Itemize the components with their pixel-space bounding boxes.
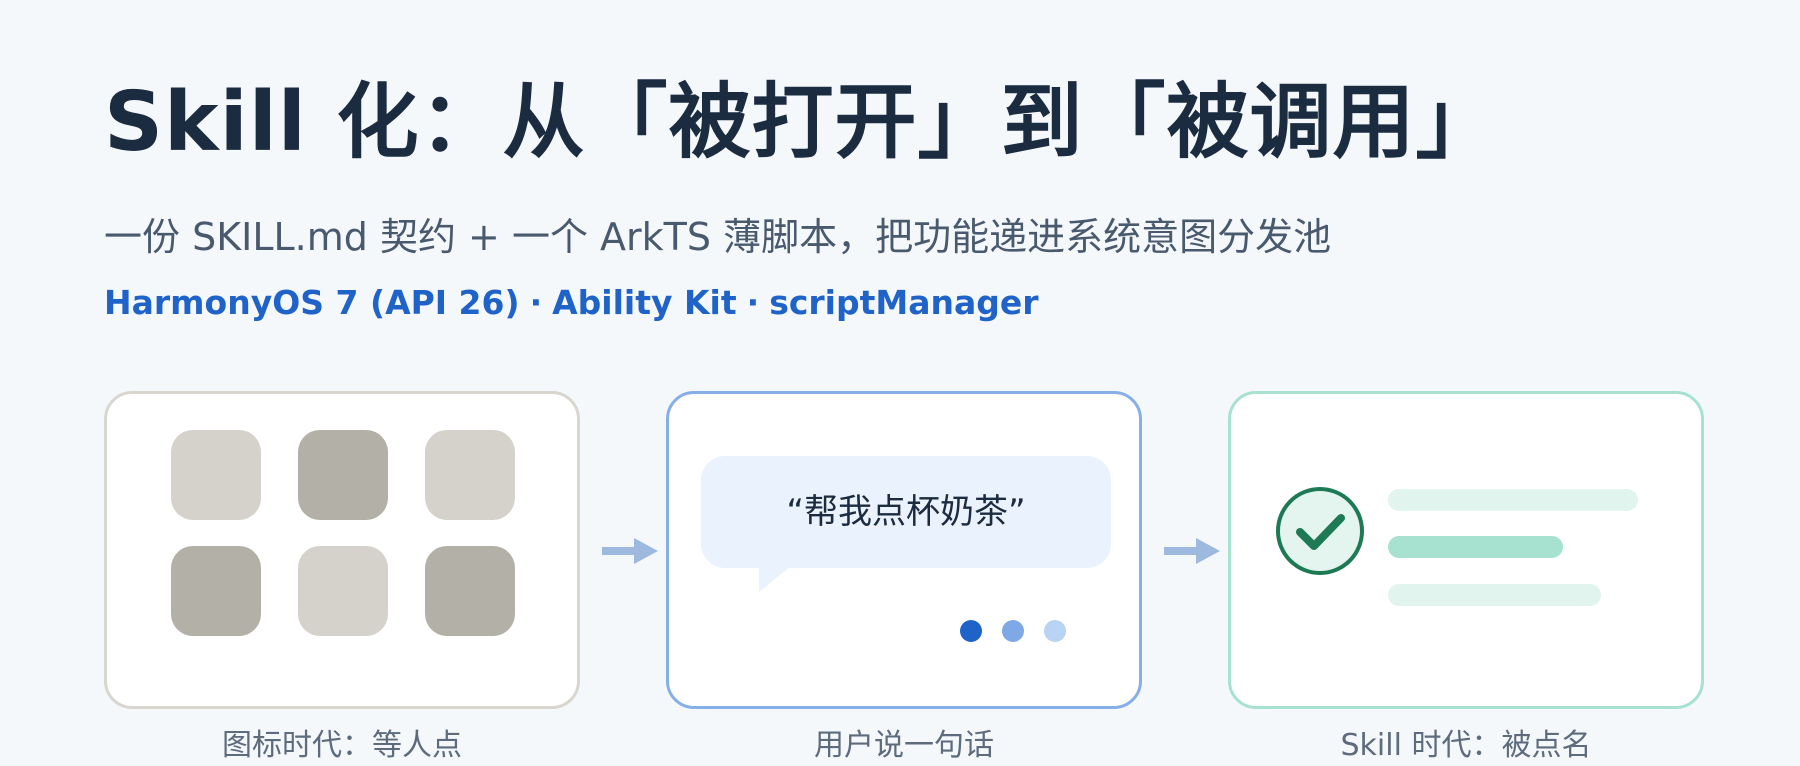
app-icon-tile bbox=[298, 546, 388, 636]
app-icon-tile bbox=[425, 546, 515, 636]
meta-api: scriptManager bbox=[769, 283, 1039, 322]
meta-line: HarmonyOS 7 (API 26)·Ability Kit·scriptM… bbox=[104, 283, 1039, 322]
check-circle-icon bbox=[1276, 487, 1364, 575]
typing-dot bbox=[1044, 620, 1066, 642]
arrow-right-icon bbox=[602, 538, 658, 564]
page-subtitle: 一份 SKILL.md 契约 + 一个 ArkTS 薄脚本，把功能递进系统意图分… bbox=[104, 215, 1332, 259]
caption-user-speaks: 用户说一句话 bbox=[814, 728, 994, 763]
meta-separator: · bbox=[746, 283, 760, 322]
meta-kit: Ability Kit bbox=[552, 283, 737, 322]
caption-skill-era: Skill 时代：被点名 bbox=[1340, 728, 1592, 763]
caption-icon-era: 图标时代：等人点 bbox=[222, 728, 462, 763]
typing-dot bbox=[960, 620, 982, 642]
speech-bubble-tail bbox=[759, 566, 791, 592]
typing-dot bbox=[1002, 620, 1024, 642]
app-icon-tile bbox=[171, 546, 261, 636]
panel-icon-era bbox=[104, 391, 580, 709]
panel-skill-era bbox=[1228, 391, 1704, 709]
speech-bubble: “帮我点杯奶茶” bbox=[701, 456, 1111, 568]
page-title: Skill 化：从「被打开」到「被调用」 bbox=[104, 75, 1499, 170]
speech-quote: “帮我点杯奶茶” bbox=[786, 492, 1026, 532]
arrow-right-icon bbox=[1164, 538, 1220, 564]
result-line-highlight bbox=[1388, 536, 1563, 558]
meta-separator: · bbox=[529, 283, 543, 322]
result-line bbox=[1388, 489, 1638, 511]
app-icon-tile bbox=[298, 430, 388, 520]
app-icon-tile bbox=[425, 430, 515, 520]
panel-user-speaks: “帮我点杯奶茶” bbox=[666, 391, 1142, 709]
meta-platform: HarmonyOS 7 (API 26) bbox=[104, 283, 520, 322]
result-line bbox=[1388, 584, 1601, 606]
app-icon-tile bbox=[171, 430, 261, 520]
